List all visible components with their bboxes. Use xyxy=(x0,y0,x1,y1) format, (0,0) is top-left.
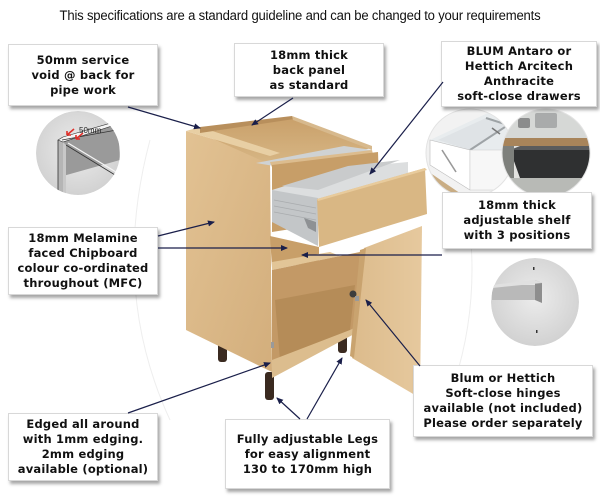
dimension-arrows-icon xyxy=(66,128,84,140)
callout-service-void: 50mm service void @ back for pipe work xyxy=(8,44,158,106)
callout-legs: Fully adjustable Legs for easy alignment… xyxy=(225,419,390,489)
callout-drawers: BLUM Antaro or Hettich Arcitech Anthraci… xyxy=(441,41,597,107)
cabinet xyxy=(186,116,427,400)
shelf xyxy=(272,252,340,270)
drawer-front xyxy=(317,168,427,247)
callout-hinges: Blum or Hettich Soft-close hinges availa… xyxy=(413,365,593,437)
blum-drawer-inset xyxy=(426,109,514,197)
hinge-icon xyxy=(349,290,357,298)
side-panel xyxy=(186,131,272,372)
headline: This specifications are a standard guide… xyxy=(59,8,541,23)
shelf-support-inset xyxy=(491,258,579,346)
callout-mfc: 18mm Melamine faced Chipboard colour co-… xyxy=(8,227,158,295)
callout-adjustable-shelf: 18mm thick adjustable shelf with 3 posit… xyxy=(442,192,592,249)
callout-back-panel: 18mm thick back panel as standard xyxy=(234,43,384,97)
anthracite-drawer-inset xyxy=(502,109,590,197)
service-void-dimension-label: 50mm xyxy=(79,126,102,135)
service-void-inset xyxy=(36,111,120,195)
callout-edging: Edged all around with 1mm edging. 2mm ed… xyxy=(8,413,158,481)
